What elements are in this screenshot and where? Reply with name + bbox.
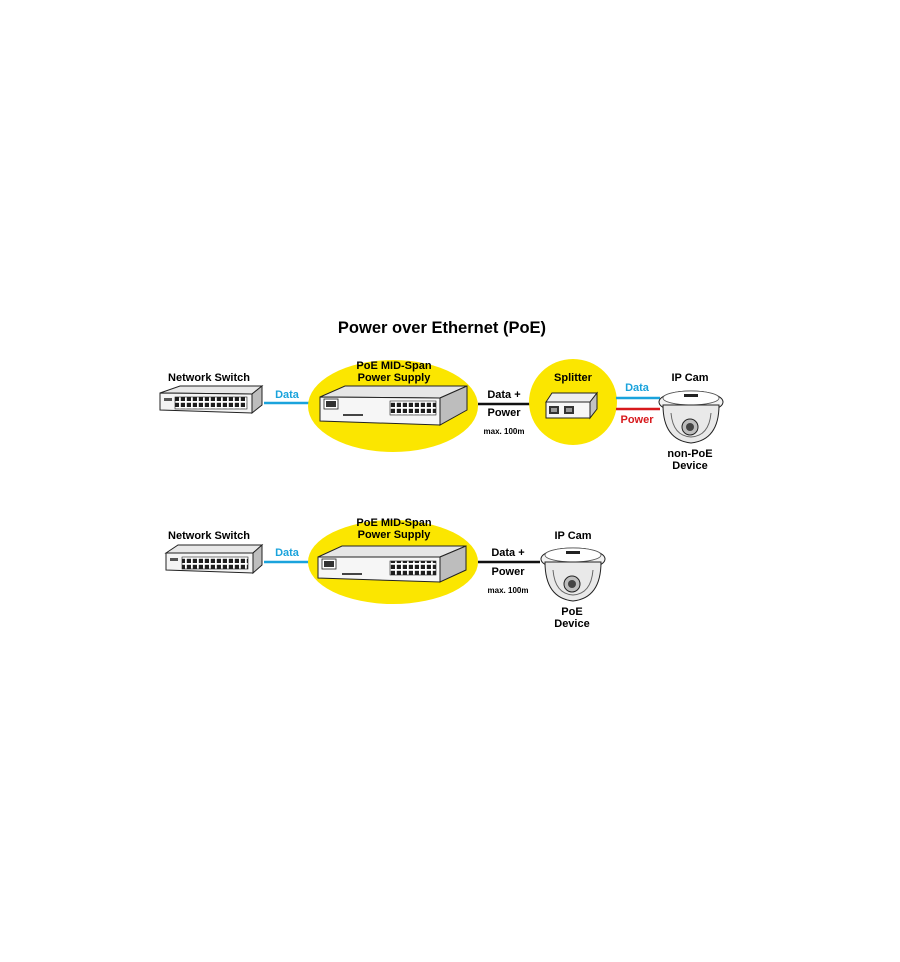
data-label: Data [275,547,300,559]
combined-label-line1: Data + [491,547,524,559]
midspan-label-line1: PoE MID-Span [356,360,431,372]
ip-cam-label: IP Cam [671,372,708,384]
dome-camera-icon [658,390,724,444]
network-switch-icon [164,543,264,575]
diagram-title: Power over Ethernet (PoE) [338,319,546,337]
combined-label-line2: Power [491,566,525,578]
combined-label-line2: Power [487,407,521,419]
distance-label: max. 100m [484,427,525,436]
distance-label: max. 100m [488,586,529,595]
poe-midspan-icon [317,545,467,583]
ip-cam-label: IP Cam [554,530,591,542]
device-type-line2: Device [672,460,707,472]
row-midspan-with-splitter: Network Switch Data PoE MID-Span Power S… [159,359,724,472]
midspan-label-line2: Power Supply [358,372,432,384]
splitter-label: Splitter [554,372,593,384]
power-label: Power [620,414,654,426]
device-type-line1: PoE [561,606,582,618]
device-type-line2: Device [554,618,589,630]
splitter-icon [545,391,599,420]
data-label: Data [275,389,300,401]
combined-label-line1: Data + [487,389,520,401]
row-midspan-direct: Network Switch Data PoE MID-Span Power S… [164,517,606,630]
midspan-label-line2: Power Supply [358,529,432,541]
poe-midspan-icon [319,385,468,426]
network-switch-label: Network Switch [168,372,250,384]
data-label: Data [625,382,650,394]
network-switch-label: Network Switch [168,530,250,542]
dome-camera-icon [540,547,606,602]
network-switch-icon [159,384,264,415]
device-type-line1: non-PoE [667,448,712,460]
midspan-label-line1: PoE MID-Span [356,517,431,529]
